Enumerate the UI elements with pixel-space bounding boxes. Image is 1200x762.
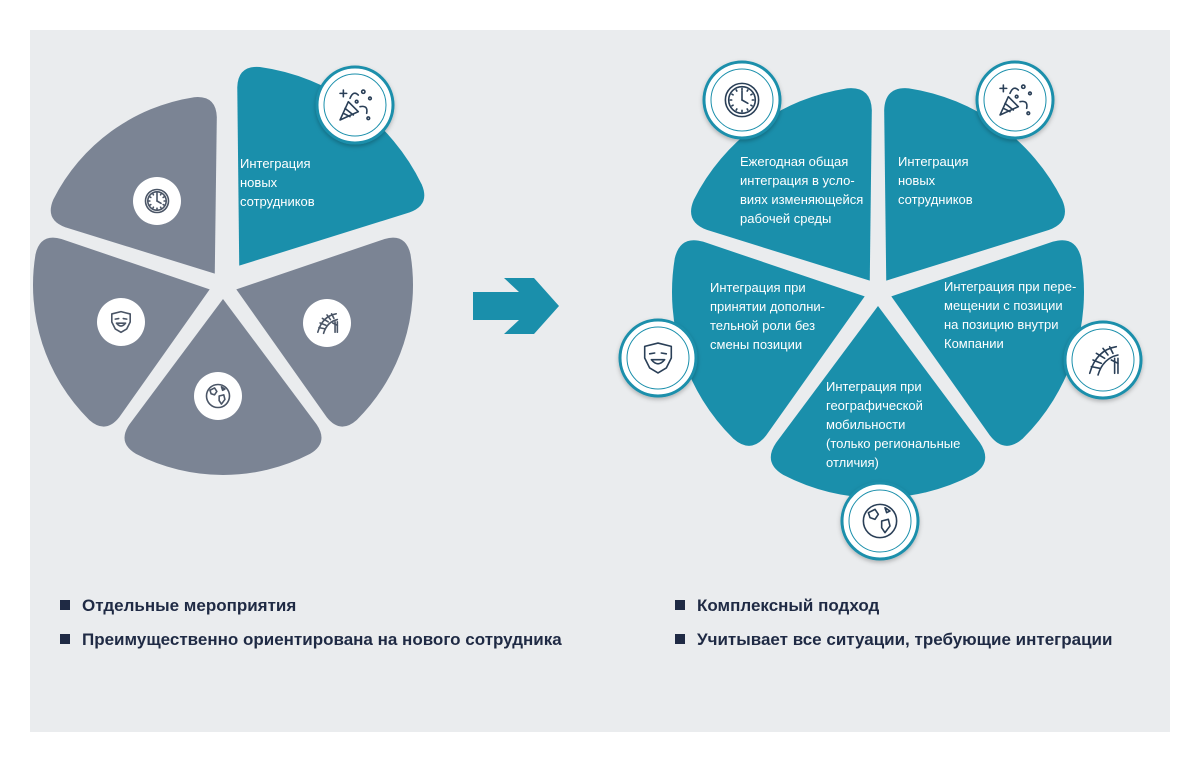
globe-badge — [194, 372, 242, 420]
globe-badge — [840, 481, 920, 561]
segment-label-line: (только региональные — [826, 436, 960, 451]
mask-badge — [618, 318, 698, 398]
segment-label-line: Ежегодная общая — [740, 154, 848, 169]
right-segment-label: Ежегодная общая интеграция в усло-виях из… — [740, 154, 863, 226]
right-segment-mobility — [770, 306, 986, 499]
bullet-text: Комплексный подход — [697, 596, 880, 615]
right-pie: Ежегодная общая интеграция в усло-виях из… — [618, 60, 1143, 561]
segment-label-line: Интеграция при — [826, 379, 922, 394]
bullet-text: Учитывает все ситуации, требующие интегр… — [697, 630, 1113, 649]
integration-diagram: Интеграция новых сотрудников Ежегодная общ… — [32, 60, 1143, 561]
bullet-item: Учитывает все ситуации, требующие интегр… — [675, 630, 1112, 664]
bullets-right: Комплексный подход Учитывает все ситуаци… — [675, 596, 1112, 664]
right-segment-label: Интеграция новых сотрудников — [898, 154, 973, 207]
mask-icon — [111, 310, 131, 334]
bullet-text: Преимущественно ориентирована на нового … — [82, 630, 562, 649]
confetti-badge — [315, 65, 395, 145]
clock-badge — [702, 60, 782, 140]
segment-label-line: рабочей среды — [740, 211, 831, 226]
segment-label-line: Интеграция — [240, 156, 311, 171]
right-segment-role — [671, 240, 865, 446]
bullet-square-icon — [60, 600, 70, 610]
segment-label-line: Интеграция — [898, 154, 969, 169]
confetti-badge — [975, 60, 1055, 140]
bullet-item: Комплексный подход — [675, 596, 1112, 630]
bullet-square-icon — [675, 600, 685, 610]
segment-label-line: мещении с позиции — [944, 298, 1063, 313]
left-segment-annual — [50, 97, 217, 274]
clock-icon — [144, 188, 170, 214]
right-segment-label: Интеграция при пере-мещении с позиции на … — [944, 279, 1076, 351]
bullet-text: Отдельные мероприятия — [82, 596, 297, 615]
segment-label-line: сотрудников — [898, 192, 973, 207]
diagram-panel: Интеграция новых сотрудников Ежегодная общ… — [30, 30, 1170, 732]
arrow-right-icon — [473, 278, 559, 334]
right-segment-transfer — [891, 240, 1084, 446]
left-segment-label: Интеграция новых сотрудников — [240, 156, 315, 209]
right-segment-label: Интеграция при принятии дополни-тельной р… — [710, 280, 825, 352]
confetti-icon — [339, 89, 373, 121]
mask-badge — [97, 298, 145, 346]
segment-label-line: новых — [240, 175, 278, 190]
globe-icon — [862, 503, 898, 539]
bullet-square-icon — [60, 634, 70, 644]
segment-label-line: Интеграция при — [710, 280, 806, 295]
railroad-icon — [1088, 345, 1119, 376]
left-segment-new-employees — [237, 66, 425, 266]
segment-label-line: отличия) — [826, 455, 879, 470]
bullet-square-icon — [675, 634, 685, 644]
railroad-badge — [1063, 320, 1143, 400]
bullet-item: Преимущественно ориентирована на нового … — [60, 630, 562, 664]
right-segment-new-employees — [884, 88, 1065, 281]
clock-icon — [724, 82, 760, 118]
segment-label-line: мобильности — [826, 417, 905, 432]
bullet-item: Отдельные мероприятия — [60, 596, 562, 630]
segment-label-line: новых — [898, 173, 936, 188]
segment-label-line: смены позиции — [710, 337, 802, 352]
left-pie: Интеграция новых сотрудников — [32, 65, 425, 475]
clock-badge — [133, 177, 181, 225]
segment-label-line: виях изменяющейся — [740, 192, 863, 207]
segment-label-line: сотрудников — [240, 194, 315, 209]
railroad-badge — [303, 299, 351, 347]
railroad-icon — [317, 312, 339, 335]
right-segment-label: Интеграция при географической мобильности (… — [826, 379, 960, 470]
segment-label-line: Интеграция при пере- — [944, 279, 1076, 294]
bullets-left: Отдельные мероприятия Преимущественно ор… — [60, 596, 562, 664]
segment-label-line: географической — [826, 398, 923, 413]
confetti-icon — [999, 84, 1033, 116]
segment-label-line: интеграция в усло- — [740, 173, 855, 188]
arrow-shape — [473, 278, 559, 334]
mask-icon — [643, 342, 673, 374]
segment-label-line: принятии дополни- — [710, 299, 825, 314]
right-segment-annual — [691, 88, 872, 281]
globe-icon — [205, 383, 231, 409]
segment-label-line: тельной роли без — [710, 318, 815, 333]
segment-label-line: Компании — [944, 336, 1004, 351]
segment-label-line: на позицию внутри — [944, 317, 1058, 332]
